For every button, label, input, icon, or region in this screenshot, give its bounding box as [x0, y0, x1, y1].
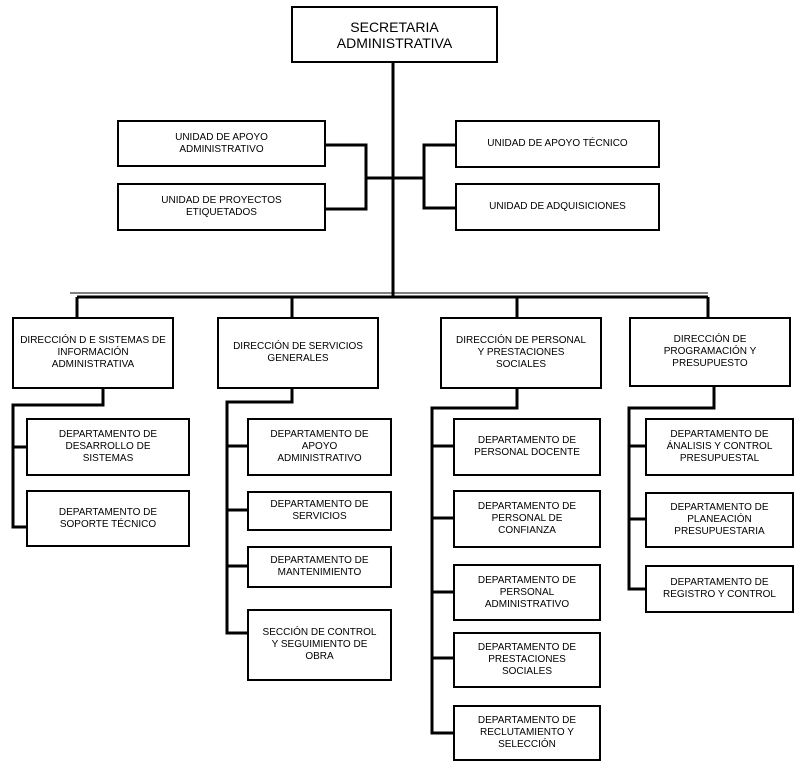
unidad-apoyo-administrativo-box: UNIDAD DE APOYO ADMINISTRATIVO [117, 120, 326, 167]
depto-personal-confianza-box: DEPARTAMENTO DE PERSONAL DE CONFIANZA [453, 490, 601, 548]
depto-personal-administrativo-label: DEPARTAMENTO DE PERSONAL ADMINISTRATIVO [477, 574, 577, 610]
direccion-personal-box: DIRECCIÓN DE PERSONAL Y PRESTACIONES SOC… [440, 317, 602, 389]
depto-prestaciones-sociales-label: DEPARTAMENTO DE PRESTACIONES SOCIALES [477, 642, 577, 677]
unidad-adquisiciones-box: UNIDAD DE ADQUISICIONES [455, 183, 660, 231]
depto-reclutamiento-label: DEPARTAMENTO DE RECLUTAMIENTO Y SELECCIÓ… [477, 715, 577, 750]
unidad-proyectos-etiquetados-box: UNIDAD DE PROYECTOS ETIQUETADOS [117, 183, 326, 231]
unidad-proyectos-etiquetados-label: UNIDAD DE PROYECTOS ETIQUETADOS [161, 195, 282, 218]
depto-reclutamiento-box: DEPARTAMENTO DE RECLUTAMIENTO Y SELECCIÓ… [453, 705, 601, 761]
depto-planeacion-box: DEPARTAMENTO DE PLANEACIÓN PRESUPUESTARI… [645, 492, 794, 548]
depto-analisis-control-box: DEPARTAMENTO DE ÁNALISIS Y CONTROL PRESU… [645, 418, 794, 476]
depto-personal-docente-label: DEPARTAMENTO DE PERSONAL DOCENTE [474, 435, 580, 458]
depto-planeacion-label: DEPARTAMENTO DE PLANEACIÓN PRESUPUESTARI… [670, 502, 769, 537]
direccion-servicios-box: DIRECCIÓN DE SERVICIOS GENERALES [217, 317, 379, 389]
direccion-servicios-label: DIRECCIÓN DE SERVICIOS GENERALES [233, 341, 363, 364]
depto-desarrollo-sistemas-label: DEPARTAMENTO DE DESARROLLO DE SISTEMAS [58, 429, 158, 464]
depto-registro-control-label: DEPARTAMENTO DE REGISTRO Y CONTROL [663, 577, 776, 600]
seccion-control-obra-label: SECCIÓN DE CONTROL Y SEGUIMIENTO DE OBRA [262, 627, 377, 662]
depto-analisis-control-label: DEPARTAMENTO DE ÁNALISIS Y CONTROL PRESU… [666, 429, 773, 464]
depto-personal-confianza-label: DEPARTAMENTO DE PERSONAL DE CONFIANZA [477, 501, 577, 536]
depto-apoyo-administrativo-label: DEPARTAMENTO DE APOYO ADMINISTRATIVO [270, 429, 369, 464]
depto-mantenimiento-box: DEPARTAMENTO DE MANTENIMIENTO [247, 546, 392, 588]
depto-servicios-label: DEPARTAMENTO DE SERVICIOS [270, 499, 369, 522]
secretaria-administrativa-box: SECRETARIA ADMINISTRATIVA [291, 6, 498, 63]
depto-desarrollo-sistemas-box: DEPARTAMENTO DE DESARROLLO DE SISTEMAS [26, 418, 190, 476]
direccion-programacion-label: DIRECCIÓN DE PROGRAMACIÓN Y PRESUPUESTO [663, 334, 757, 369]
unidad-apoyo-tecnico-box: UNIDAD DE APOYO TÉCNICO [455, 120, 660, 168]
depto-personal-docente-box: DEPARTAMENTO DE PERSONAL DOCENTE [453, 418, 601, 476]
depto-registro-control-box: DEPARTAMENTO DE REGISTRO Y CONTROL [645, 565, 794, 613]
depto-soporte-tecnico-label: DEPARTAMENTO DE SOPORTE TÉCNICO [58, 506, 158, 530]
secretaria-administrativa-label: SECRETARIA ADMINISTRATIVA [336, 18, 453, 51]
unidad-adquisiciones-label: UNIDAD DE ADQUISICIONES [489, 201, 626, 212]
depto-servicios-box: DEPARTAMENTO DE SERVICIOS [247, 491, 392, 531]
seccion-control-obra-box: SECCIÓN DE CONTROL Y SEGUIMIENTO DE OBRA [247, 609, 392, 681]
depto-mantenimiento-label: DEPARTAMENTO DE MANTENIMIENTO [270, 555, 369, 578]
unidad-apoyo-administrativo-label: UNIDAD DE APOYO ADMINISTRATIVO [175, 131, 268, 155]
depto-prestaciones-sociales-box: DEPARTAMENTO DE PRESTACIONES SOCIALES [453, 632, 601, 688]
unidad-apoyo-tecnico-label: UNIDAD DE APOYO TÉCNICO [487, 138, 628, 149]
depto-soporte-tecnico-box: DEPARTAMENTO DE SOPORTE TÉCNICO [26, 490, 190, 547]
depto-personal-administrativo-box: DEPARTAMENTO DE PERSONAL ADMINISTRATIVO [453, 564, 601, 621]
direccion-personal-label: DIRECCIÓN DE PERSONAL Y PRESTACIONES SOC… [455, 335, 587, 370]
right-staff-connector [422, 143, 455, 210]
depto-apoyo-administrativo-box: DEPARTAMENTO DE APOYO ADMINISTRATIVO [247, 418, 392, 476]
direccion-sistemas-label: DIRECCIÓN D E SISTEMAS DE INFORMACIÓN AD… [20, 335, 166, 370]
direccion-programacion-box: DIRECCIÓN DE PROGRAMACIÓN Y PRESUPUESTO [629, 317, 791, 387]
left-staff-connector [326, 143, 368, 211]
direccion-sistemas-box: DIRECCIÓN D E SISTEMAS DE INFORMACIÓN AD… [12, 317, 174, 389]
